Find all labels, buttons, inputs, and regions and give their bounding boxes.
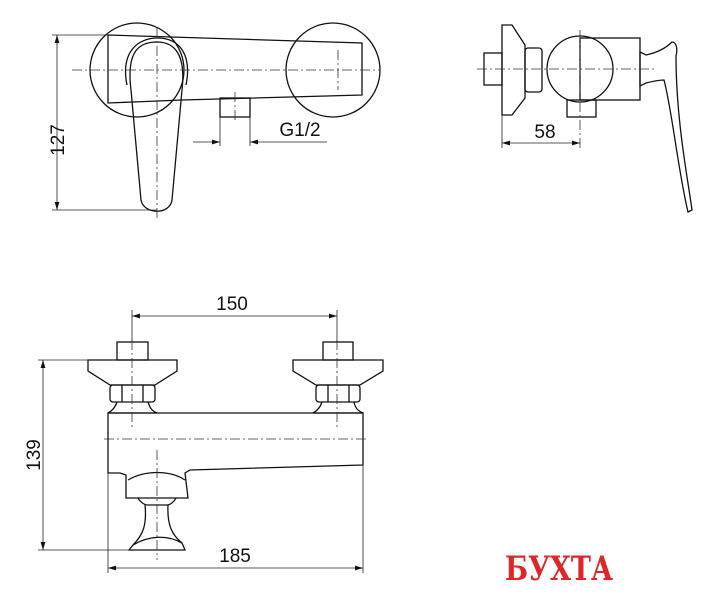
- dim-g1-2: G1/2: [279, 120, 320, 141]
- buhta-logo: БУХТА: [505, 549, 613, 589]
- dim-150: 150: [216, 294, 248, 315]
- side-view: 58: [477, 24, 693, 213]
- front-view: 150 139 185: [24, 294, 384, 573]
- side-nut: [524, 47, 543, 93]
- dim-185: 185: [219, 546, 251, 567]
- mixer-body: [107, 34, 363, 104]
- handle-ring: [124, 37, 189, 86]
- dim-58: 58: [534, 122, 555, 143]
- dim-127: 127: [48, 124, 69, 156]
- top-view: 127 G1/2: [48, 22, 381, 218]
- side-outlet: [566, 99, 597, 118]
- side-rosette: [501, 24, 526, 116]
- front-body: [107, 412, 364, 499]
- side-lever: [639, 41, 693, 213]
- lever-handle: [129, 41, 184, 212]
- dim-139: 139: [24, 439, 45, 471]
- left-inlet: [87, 341, 178, 414]
- right-inlet: [292, 341, 384, 414]
